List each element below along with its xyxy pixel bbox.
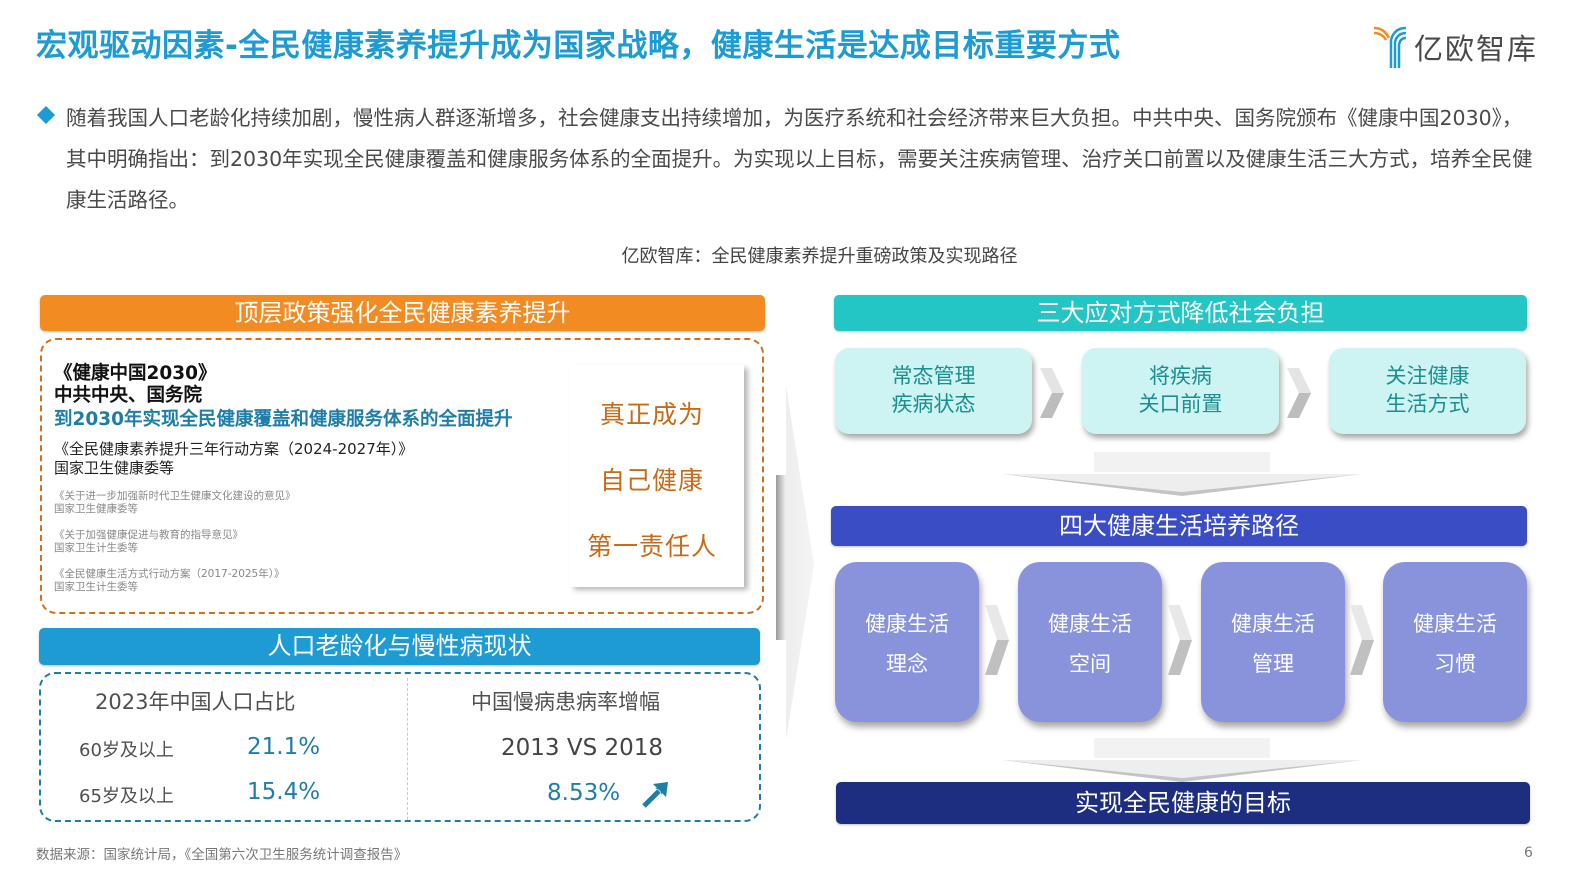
arrow-up-right-icon (642, 782, 668, 808)
path-line: 习惯 (1434, 652, 1476, 676)
population-label: 60岁及以上 (79, 740, 174, 761)
path-card: 健康生活 管理 (1201, 562, 1345, 722)
path-card: 健康生活 空间 (1018, 562, 1162, 722)
chronic-value: 8.53% (547, 780, 621, 806)
way-card: 关注健康 生活方式 (1329, 348, 1526, 434)
logo-text: 亿欧智库 (1414, 32, 1539, 66)
population-label: 65岁及以上 (79, 786, 174, 807)
small-policy: 《全民健康生活方式行动方案（2017-2025年）》 国家卫生计生委等 (54, 567, 574, 594)
small-policy-title: 《关于进一步加强新时代卫生健康文化建设的意见》 (54, 490, 296, 502)
path-line: 理念 (886, 652, 928, 676)
small-policy-title: 《关于加强健康促进与教育的指导意见》 (54, 529, 243, 541)
chevron-right-icon (1168, 605, 1192, 675)
path-card: 健康生活 理念 (835, 562, 979, 722)
way-line: 常态管理 (891, 364, 976, 388)
small-policy-org: 国家卫生健康委等 (54, 503, 138, 515)
intro-paragraph: 随着我国人口老龄化持续加剧，慢性病人群逐渐增多，社会健康支出持续增加，为医疗系统… (36, 98, 1538, 221)
logo-mark-icon (1373, 26, 1407, 68)
path-line: 空间 (1069, 652, 1111, 676)
way-line: 疾病状态 (891, 392, 976, 416)
diamond-bullet-icon (36, 105, 56, 125)
population-value: 15.4% (247, 779, 321, 805)
intro-text: 随着我国人口老龄化持续加剧，慢性病人群逐渐增多，社会健康支出持续增加，为医疗系统… (66, 106, 1533, 212)
slogan-line: 自己健康 (599, 466, 704, 495)
chevron-right-icon (1287, 368, 1311, 418)
page-number: 6 (1524, 845, 1533, 861)
path-line: 健康生活 (1413, 612, 1497, 636)
path-line: 管理 (1252, 652, 1294, 676)
slogan-line: 真正成为 (599, 400, 704, 429)
way-line: 生活方式 (1385, 392, 1470, 416)
data-source: 数据来源：国家统计局，《全国第六次卫生服务统计调查报告》 (36, 847, 408, 863)
stats-divider (407, 678, 408, 820)
status-banner: 人口老龄化与慢性病现状 (39, 628, 760, 665)
way-card: 常态管理 疾病状态 (835, 348, 1032, 434)
figure-caption: 亿欧智库：全民健康素养提升重磅政策及实现路径 (621, 246, 1018, 267)
page-title: 宏观驱动因素-全民健康素养提升成为国家战略，健康生活是达成目标重要方式 (36, 28, 1121, 64)
second-policy-org: 国家卫生健康委等 (54, 459, 175, 477)
goal-banner: 实现全民健康的目标 (836, 782, 1530, 824)
chronic-compare: 2013 VS 2018 (501, 735, 664, 761)
small-policy-org: 国家卫生计生委等 (54, 542, 138, 554)
chevron-right-icon (1350, 605, 1374, 675)
policy-list: 《健康中国2030》 中共中央、国务院 到2030年实现全民健康覆盖和健康服务体… (54, 362, 574, 594)
policy-banner: 顶层政策强化全民健康素养提升 (40, 295, 765, 331)
small-policy-org: 国家卫生计生委等 (54, 581, 138, 593)
slogan-line: 第一责任人 (586, 532, 717, 561)
down-arrow-icon (1002, 738, 1362, 782)
way-card: 将疾病 关口前置 (1082, 348, 1279, 434)
way-line: 关口前置 (1138, 392, 1223, 416)
small-policy-title: 《全民健康生活方式行动方案（2017-2025年）》 (54, 568, 285, 580)
way-line: 关注健康 (1385, 364, 1470, 388)
stats-box: 2023年中国人口占比 60岁及以上 21.1% 65岁及以上 15.4% 中国… (39, 672, 761, 822)
down-arrow-icon (1002, 452, 1362, 496)
policy-box: 《健康中国2030》 中共中央、国务院 到2030年实现全民健康覆盖和健康服务体… (40, 338, 764, 614)
chevron-right-icon (985, 605, 1009, 675)
way-line: 将疾病 (1149, 364, 1212, 388)
right-arrow-icon (776, 385, 814, 740)
slogan-card: 真正成为 自己健康 第一责任人 (570, 365, 744, 587)
main-policy-goal: 到2030年实现全民健康覆盖和健康服务体系的全面提升 (54, 409, 513, 430)
population-value: 21.1% (247, 734, 321, 760)
population-title: 2023年中国人口占比 (95, 690, 296, 714)
chronic-title: 中国慢病患病率增幅 (471, 690, 660, 714)
main-policy-org: 中共中央、国务院 (54, 385, 203, 406)
small-policy: 《关于进一步加强新时代卫生健康文化建设的意见》 国家卫生健康委等 (54, 489, 574, 516)
path-line: 健康生活 (1231, 612, 1315, 636)
ways-banner: 三大应对方式降低社会负担 (834, 295, 1527, 331)
small-policy: 《关于加强健康促进与教育的指导意见》 国家卫生计生委等 (54, 528, 574, 555)
path-card: 健康生活 习惯 (1383, 562, 1527, 722)
path-line: 健康生活 (865, 612, 949, 636)
paths-banner: 四大健康生活培养路径 (831, 506, 1527, 546)
main-policy-title: 《健康中国2030》 (54, 363, 217, 384)
logo: 亿欧智库 (1372, 24, 1538, 70)
path-line: 健康生活 (1048, 612, 1132, 636)
chevron-right-icon (1040, 368, 1064, 418)
second-policy-title: 《全民健康素养提升三年行动方案（2024-2027年）》 (54, 440, 414, 458)
